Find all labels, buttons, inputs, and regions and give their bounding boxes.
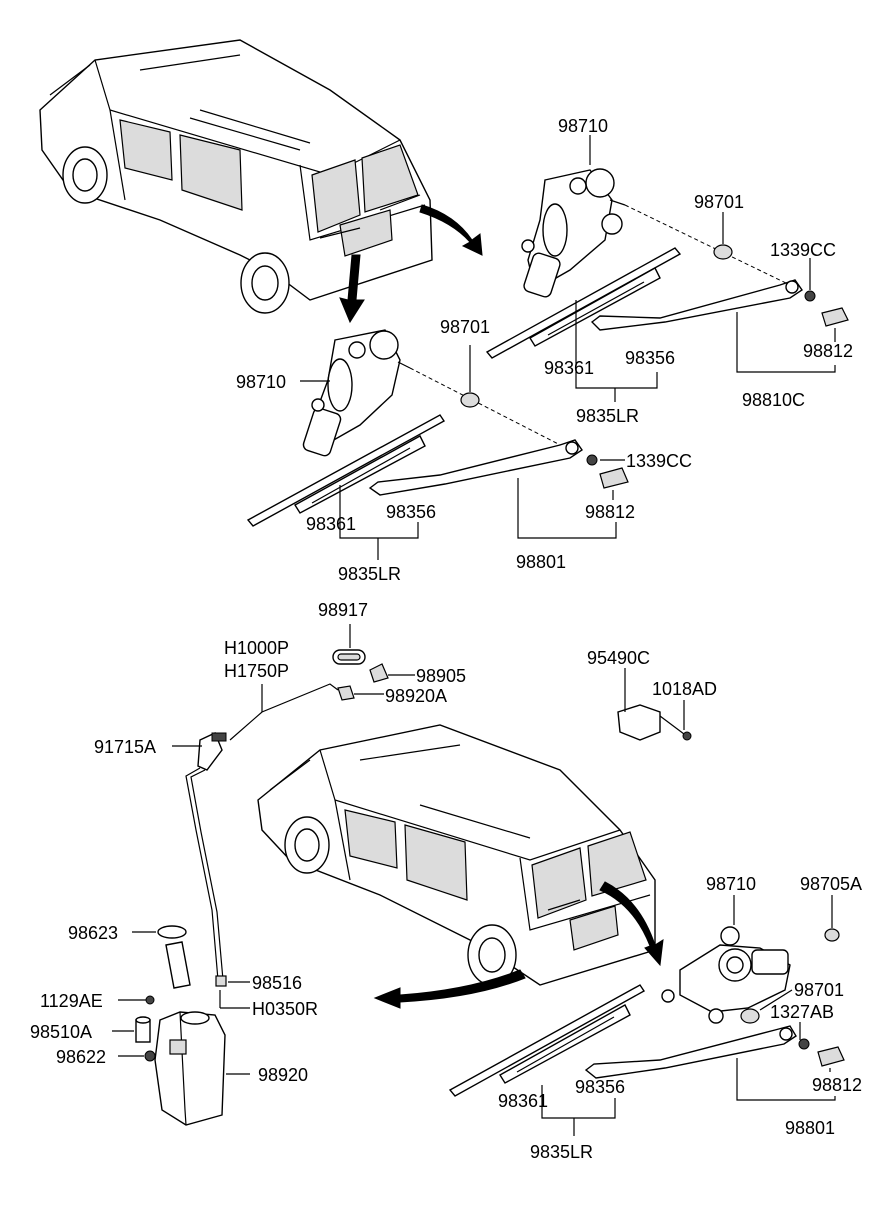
wiper-arm-b (368, 439, 583, 496)
wiper-motor-b (302, 329, 411, 457)
cover-c (817, 1046, 845, 1067)
label-nut-b: 1339CC (626, 451, 692, 471)
label-blade-rubber-b: 98361 (306, 514, 356, 534)
label-connector: 91715A (94, 737, 156, 757)
label-screw: 1129AE (40, 991, 103, 1011)
label-reservoir: 98920 (258, 1065, 308, 1085)
nozzle-cover (332, 649, 366, 665)
wiper-arm-c (584, 1025, 797, 1079)
label-cap-c: 98701 (794, 980, 844, 1000)
label-blade-rubber-c: 98361 (498, 1091, 548, 1111)
label-motor-c: 98710 (706, 874, 756, 894)
label-hose2: H1750P (224, 661, 289, 681)
label-pump: 98510A (30, 1022, 92, 1042)
nut-b (586, 454, 598, 466)
grommet (144, 1050, 156, 1062)
label-arm-assy-a: 98810C (742, 390, 805, 410)
label-nut-a: 1339CC (770, 240, 836, 260)
relay-icon (617, 700, 692, 741)
label-grommet: 98622 (56, 1047, 106, 1067)
wiper-motor-a (521, 168, 626, 298)
direction-arrow-icon (599, 881, 664, 967)
van-illustration-top (39, 39, 433, 314)
nozzle (369, 663, 389, 683)
cap-c (740, 1008, 760, 1024)
direction-arrow-icon (373, 969, 526, 1009)
label-cover-a: 98812 (803, 341, 853, 361)
label-blade-assy-a: 9835LR (576, 406, 639, 426)
label-nut-c: 1327AB (770, 1002, 834, 1022)
van-illustration-bottom (257, 724, 656, 986)
label-blade-refill-c: 98356 (575, 1077, 625, 1097)
filler-neck (165, 941, 191, 989)
label-hose3: H0350R (252, 999, 318, 1019)
wiper-blade-a (485, 247, 682, 359)
label-arm-assy-b: 98801 (516, 552, 566, 572)
washer-reservoir-icon (154, 1011, 226, 1126)
label-blade-refill-b: 98356 (386, 502, 436, 522)
joint (215, 975, 227, 987)
cover-b (599, 467, 629, 489)
nozzle-assy (337, 685, 355, 701)
label-relay: 95490C (587, 648, 650, 668)
cap-c2 (824, 928, 840, 942)
label-nozzle-cover: 98917 (318, 600, 368, 620)
label-cover-c: 98812 (812, 1075, 862, 1095)
wiper-motor-c (661, 926, 791, 1024)
label-bolt: 1018AD (652, 679, 717, 699)
wiper-arm-a (590, 279, 803, 331)
cover-a (821, 307, 849, 327)
seal (157, 925, 187, 939)
label-blade-refill-a: 98356 (625, 348, 675, 368)
screw (145, 995, 155, 1005)
label-hose1: H1000P (224, 638, 289, 658)
label-joint: 98516 (252, 973, 302, 993)
label-nozzle: 98905 (416, 666, 466, 686)
cap-a (713, 244, 733, 260)
label-motor-a: 98710 (558, 116, 608, 136)
label-cap-a: 98701 (694, 192, 744, 212)
label-seal: 98623 (68, 923, 118, 943)
label-nozzle-assy: 98920A (385, 686, 447, 706)
label-blade-rubber-a: 98361 (544, 358, 594, 378)
label-motor-b: 98710 (236, 372, 286, 392)
label-cap-b: 98701 (440, 317, 490, 337)
connector (197, 732, 227, 771)
cap-b (460, 392, 480, 408)
label-cover-b: 98812 (585, 502, 635, 522)
label-cap2-c: 98705A (800, 874, 862, 894)
wiper-blade-c (448, 984, 646, 1097)
label-arm-assy-c: 98801 (785, 1118, 835, 1138)
label-blade-assy-b: 9835LR (338, 564, 401, 584)
wiper-blade-b (246, 414, 446, 527)
nut-c (798, 1038, 810, 1050)
washer-pump (135, 1016, 151, 1043)
label-blade-assy-c: 9835LR (530, 1142, 593, 1162)
nut-a (804, 290, 816, 302)
direction-arrow-icon (419, 204, 483, 256)
direction-arrow-icon (339, 254, 365, 324)
